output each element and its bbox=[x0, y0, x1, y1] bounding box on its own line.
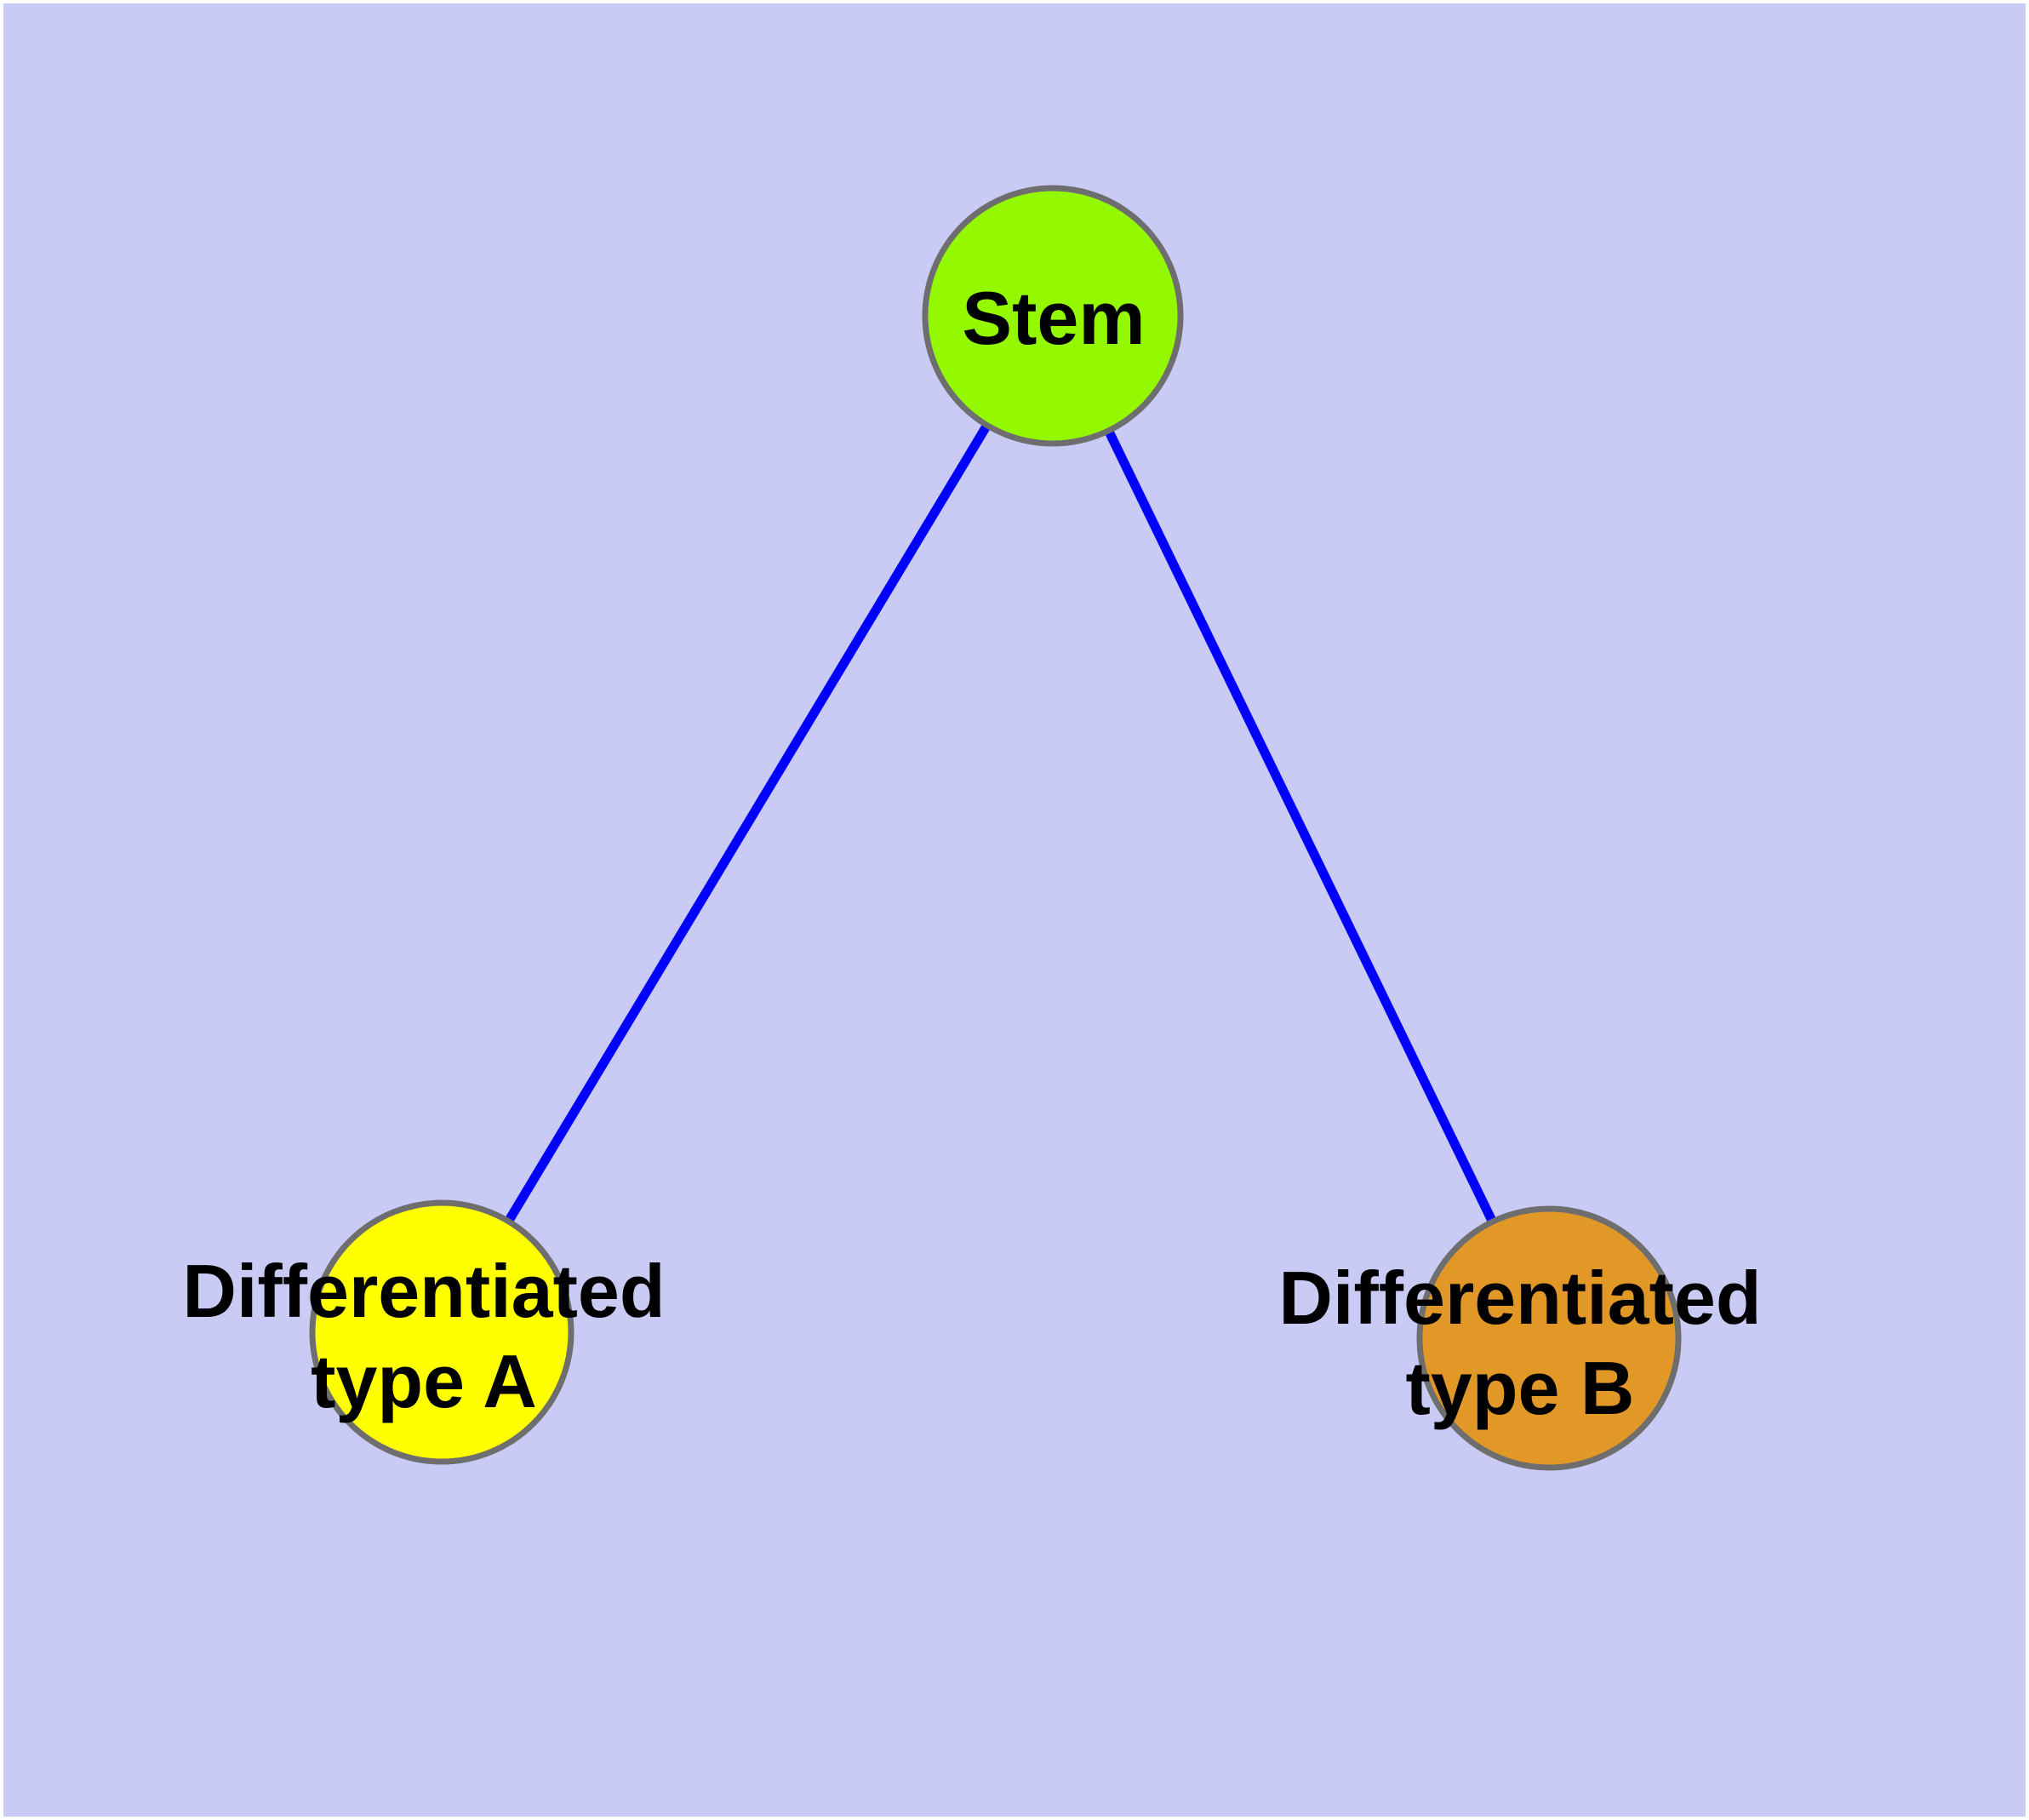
node-circle-stem bbox=[922, 185, 1184, 447]
node-circle-differentiated-type-a bbox=[309, 1199, 574, 1465]
node-label-differentiated-type-a-line-2: type A bbox=[311, 1339, 537, 1423]
edge-stem-to-differentiated-type-b bbox=[1049, 313, 1553, 1341]
edge-stem-to-differentiated-type-a bbox=[437, 313, 1057, 1335]
node-label-differentiated-type-b-line-2: type B bbox=[1406, 1346, 1635, 1430]
node-circle-differentiated-type-b bbox=[1416, 1205, 1682, 1471]
node-label-stem-line-1: Stem bbox=[962, 276, 1145, 360]
node-label-stem: Stem bbox=[962, 276, 1145, 360]
node-label-differentiated-type-b-line-1: Differentiated bbox=[1278, 1256, 1761, 1340]
node-label-differentiated-type-a-line-1: Differentiated bbox=[182, 1249, 665, 1333]
